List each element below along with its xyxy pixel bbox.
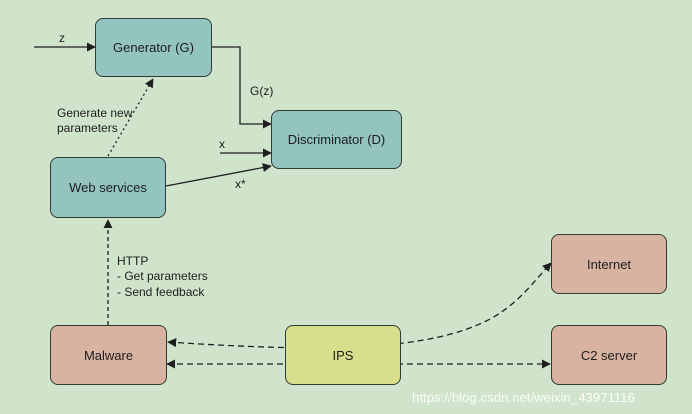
ips-label: IPS <box>332 347 354 363</box>
web-services-label: Web services <box>69 180 147 195</box>
edge-label-z: z <box>59 31 65 45</box>
c2-server-label: C2 server <box>580 347 638 363</box>
generator-label: Generator (G) <box>113 40 194 55</box>
arrow-webservices-to-discriminator <box>165 163 272 187</box>
edge-label-http-line1: HTTP <box>117 254 149 268</box>
edge-label-http-line3: - Send feedback <box>117 285 205 299</box>
web-services-node: Web services <box>50 157 166 218</box>
arrow-malware-internet-curve <box>167 262 552 349</box>
ips-node: IPS <box>285 325 401 385</box>
discriminator-label: Discriminator (D) <box>287 132 386 147</box>
arrow-generator-to-discriminator <box>212 46 272 129</box>
internet-node: Internet <box>551 234 667 294</box>
internet-label: Internet <box>586 256 632 272</box>
edge-label-x: x <box>219 137 225 151</box>
edge-label-x-star: x* <box>235 177 246 191</box>
c2-server-node: C2 server <box>551 325 667 385</box>
malware-node: Malware <box>50 325 167 385</box>
generator-node: Generator (G) <box>95 18 212 77</box>
edge-label-generate-line1: Generate new <box>57 106 133 120</box>
edge-label-gz: G(z) <box>250 84 274 98</box>
discriminator-node: Discriminator (D) <box>271 110 402 169</box>
watermark-text: https://blog.csdn.net/weixin_43971116 <box>412 390 635 405</box>
edge-label-http-line2: - Get parameters <box>117 269 208 283</box>
malware-label: Malware <box>83 347 134 363</box>
edge-label-generate-line2: parameters <box>57 121 118 135</box>
